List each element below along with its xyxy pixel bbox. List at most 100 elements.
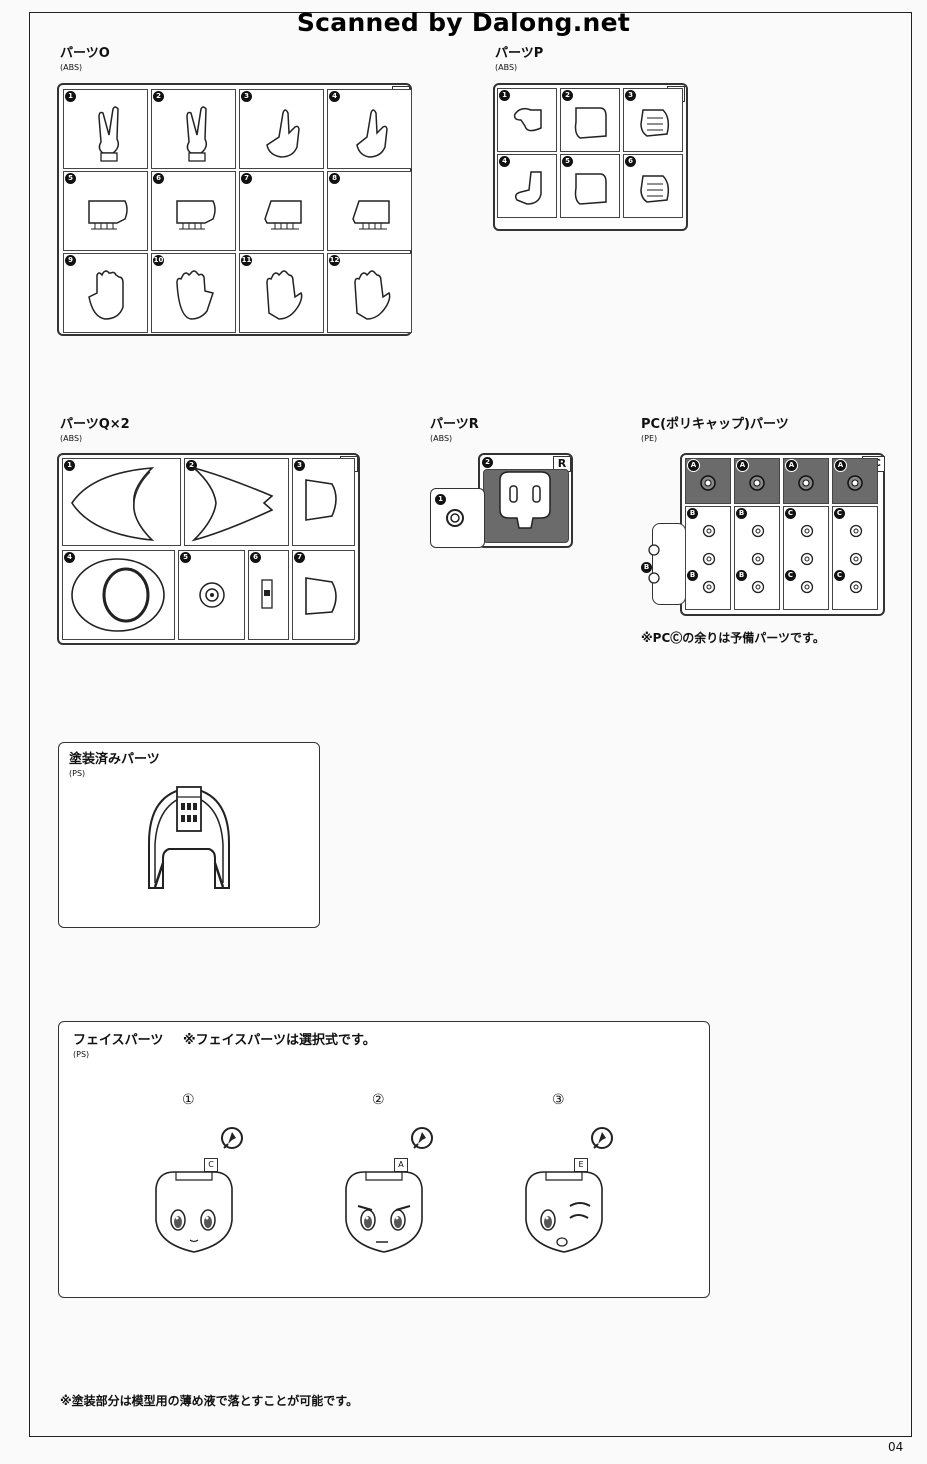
part-o-12-drawing — [354, 270, 391, 320]
pc-mid-3-label: C — [785, 508, 796, 519]
parts-p-material: (ABS) — [495, 63, 518, 72]
part-o-9-drawing — [88, 270, 124, 320]
part-q-2-number: 2 — [186, 460, 197, 471]
face-option-3-face — [525, 1171, 603, 1253]
part-o-8-drawing — [352, 200, 390, 230]
part-o-4-number: 4 — [329, 91, 340, 102]
pc-top-3-label: A — [785, 459, 798, 472]
part-p-3-drawing — [640, 109, 670, 137]
pc-side-ring-1 — [648, 544, 660, 556]
part-q-5-drawing — [199, 582, 225, 608]
part-r-2-number: 2 — [482, 457, 493, 468]
part-p-5-drawing — [574, 173, 607, 205]
parts-p-title: パーツP — [495, 46, 544, 61]
pc-ring-4-3 — [849, 580, 863, 594]
part-q-7-drawing — [305, 577, 337, 615]
pc-top-1-ring — [700, 475, 716, 491]
pc-ring-1-1 — [702, 524, 716, 538]
face-option-2-sticker-icon — [411, 1127, 433, 1149]
part-p-3-number: 3 — [625, 90, 636, 101]
helmet-drawing — [148, 786, 230, 889]
part-o-12-number: 12 — [329, 255, 340, 266]
face-option-1-sticker-icon — [221, 1127, 243, 1149]
part-r-1-drawing — [446, 509, 464, 527]
parts-pc-material: (PE) — [641, 434, 658, 443]
face-parts-title: フェイスパーツ — [73, 1033, 164, 1048]
part-o-4-drawing — [356, 109, 388, 158]
part-q-6-drawing — [261, 579, 273, 609]
part-o-2-number: 2 — [153, 91, 164, 102]
pc-ring-3-3 — [800, 580, 814, 594]
pc-top-2-label: A — [736, 459, 749, 472]
part-q-3-number: 3 — [294, 460, 305, 471]
parts-o-title: パーツO — [60, 46, 110, 61]
part-o-10-number: 10 — [153, 255, 164, 266]
part-p-2-drawing — [574, 107, 607, 139]
part-o-7 — [239, 171, 324, 251]
part-p-6-number: 6 — [625, 156, 636, 167]
pc-mid-2-label: B — [736, 508, 747, 519]
face-parts-box: フェイスパーツ ※フェイスパーツは選択式です。 (PS) — [58, 1021, 710, 1298]
part-q-3-drawing — [305, 479, 337, 521]
part-q-6-number: 6 — [250, 552, 261, 563]
pc-top-2-ring — [749, 475, 765, 491]
pc-mid-4-label: C — [834, 508, 845, 519]
part-q-5 — [178, 550, 245, 640]
part-p-6-drawing — [640, 175, 670, 203]
part-p-4-drawing — [514, 171, 542, 205]
parts-r-material: (ABS) — [430, 434, 453, 443]
face-option-3-number: ③ — [552, 1092, 565, 1108]
part-q-5-number: 5 — [180, 552, 191, 563]
parts-q-material: (ABS) — [60, 434, 83, 443]
pc-ring-1-3 — [702, 580, 716, 594]
pc-low-2-label: B — [736, 570, 747, 581]
part-p-2-number: 2 — [562, 90, 573, 101]
painted-parts-box: 塗装済みパーツ (PS) — [58, 742, 320, 928]
part-q-2-drawing — [191, 467, 274, 542]
part-o-3-drawing — [266, 109, 300, 158]
pc-top-4-ring — [847, 475, 863, 491]
painted-parts-material: (PS) — [69, 769, 86, 778]
page-frame — [29, 12, 912, 1437]
part-o-1-number: 1 — [65, 91, 76, 102]
pc-low-4-label: C — [834, 570, 845, 581]
pc-side-label: B — [641, 562, 652, 573]
part-o-11-number: 11 — [241, 255, 252, 266]
face-option-1-face — [155, 1171, 233, 1253]
part-o-11-drawing — [266, 270, 303, 320]
part-o-9-number: 9 — [65, 255, 76, 266]
part-o-8-number: 8 — [329, 173, 340, 184]
parts-o-material: (ABS) — [60, 63, 83, 72]
part-o-5-number: 5 — [65, 173, 76, 184]
pc-mid-1-label: B — [687, 508, 698, 519]
part-r-2-drawing — [499, 471, 551, 529]
part-o-1-drawing — [98, 106, 120, 162]
face-option-2-tag: A — [394, 1158, 408, 1172]
part-o-2-drawing — [186, 106, 208, 162]
watermark: Scanned by Dalong.net — [296, 8, 631, 37]
part-q-4-drawing — [71, 558, 165, 632]
part-q-4-number: 4 — [64, 552, 75, 563]
part-q-1-drawing — [71, 467, 155, 542]
pc-ring-2-1 — [751, 524, 765, 538]
page-number: 04 — [888, 1440, 904, 1454]
part-r-1-number: 1 — [435, 494, 446, 505]
face-option-3-sticker-icon — [591, 1127, 613, 1149]
parts-pc-side-runner — [652, 523, 686, 605]
part-o-3-number: 3 — [241, 91, 252, 102]
part-p-5-number: 5 — [562, 156, 573, 167]
painted-parts-title: 塗装済みパーツ — [69, 752, 160, 767]
part-p-1-drawing — [513, 107, 542, 132]
part-q-7-number: 7 — [294, 552, 305, 563]
part-o-7-number: 7 — [241, 173, 252, 184]
part-p-1-number: 1 — [499, 90, 510, 101]
face-option-2-number: ② — [372, 1092, 385, 1108]
pc-low-3-label: C — [785, 570, 796, 581]
face-option-1-number: ① — [182, 1092, 195, 1108]
pc-low-1-label: B — [687, 570, 698, 581]
pc-ring-3-2 — [800, 552, 814, 566]
part-o-6-drawing — [176, 200, 216, 230]
face-option-2-face — [345, 1171, 423, 1253]
part-o-2 — [151, 89, 236, 169]
pc-top-1-label: A — [687, 459, 700, 472]
